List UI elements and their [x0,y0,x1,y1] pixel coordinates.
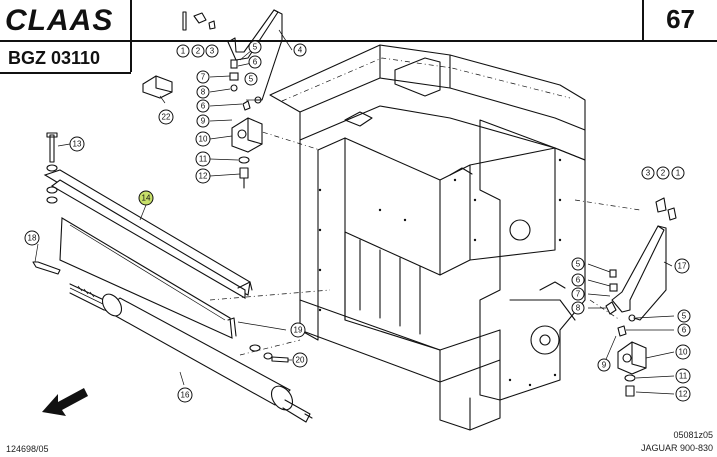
svg-text:3: 3 [210,47,215,56]
callout-9a: 9 [196,114,210,128]
svg-text:13: 13 [73,140,82,149]
svg-text:12: 12 [679,390,688,399]
svg-text:7: 7 [576,290,581,299]
sheet-code: BGZ 03110 [8,48,101,68]
callout-17: 17 [674,258,690,274]
footer-model-name: JAGUAR 900-830 [640,443,713,453]
svg-text:1: 1 [676,169,681,178]
callout-7a: 7 [196,70,210,84]
callout-leaders [34,29,675,395]
svg-text:6: 6 [682,326,687,335]
callout-6b: 6 [196,99,210,113]
upper-hardware-stack [182,9,283,189]
svg-text:11: 11 [679,372,688,381]
svg-text:5: 5 [576,260,581,269]
svg-text:1: 1 [181,47,186,56]
header-bottom-rule [0,40,717,42]
clamp-bracket [142,75,173,99]
callout-5c: 5 [677,309,691,323]
svg-text:18: 18 [28,234,37,243]
callout-11a: 11 [195,151,211,167]
svg-text:2: 2 [196,47,201,56]
callout-5a: 5 [248,40,262,54]
svg-text:22: 22 [162,113,171,122]
callout-5b: 5 [571,257,585,271]
callout-9b: 9 [597,358,611,372]
callout-20: 20 [292,352,308,368]
callout-2b: 2 [656,166,670,180]
callout-12b: 12 [675,386,691,402]
callout-13: 13 [69,136,85,152]
callout-2a: 2 [191,44,205,58]
svg-text:11: 11 [199,155,208,164]
page-number: 67 [666,4,695,34]
callout-1b: 1 [671,166,685,180]
svg-text:14: 14 [142,194,151,203]
callout-3a: 3 [205,44,219,58]
svg-text:6: 6 [253,58,258,67]
svg-text:2: 2 [661,169,666,178]
header-left-divider [130,0,132,72]
callout-5b-top: 5 [244,72,258,86]
svg-text:9: 9 [201,117,206,126]
callout-4: 4 [293,43,307,57]
footer-drawing-reference: 05081z05 [673,430,713,440]
callout-22: 22 [158,109,174,125]
callout-10b: 10 [675,344,691,360]
callout-8a: 8 [196,85,210,99]
callout-10a: 10 [195,131,211,147]
callout-bubbles: 1 2 3 4 5 6 7 5 8 6 9 10 11 12 22 13 14 … [24,40,691,403]
svg-text:3: 3 [646,169,651,178]
roller-assembly [69,283,313,423]
callout-8b: 8 [571,301,585,315]
callout-6d: 6 [677,323,691,337]
callout-1a: 1 [176,44,190,58]
callout-14-highlighted: 14 [138,190,154,206]
travel-direction-arrow-icon [42,388,88,416]
svg-text:5: 5 [249,75,254,84]
callout-18: 18 [24,230,40,246]
svg-text:8: 8 [201,88,206,97]
svg-text:17: 17 [678,262,687,271]
svg-text:12: 12 [199,172,208,181]
callout-7b: 7 [571,287,585,301]
bolt-13-stack [46,132,58,204]
header-right-divider [642,0,644,41]
callout-16: 16 [177,387,193,403]
bolt-20 [249,344,289,363]
svg-text:20: 20 [296,356,305,365]
right-hardware-stack [605,197,677,397]
callout-3b: 3 [641,166,655,180]
callout-6c: 6 [571,273,585,287]
svg-text:5: 5 [682,312,687,321]
svg-text:7: 7 [201,73,206,82]
header-left-box-bottom [0,72,131,74]
svg-text:6: 6 [576,276,581,285]
svg-text:6: 6 [201,102,206,111]
svg-text:16: 16 [181,391,190,400]
callout-19: 19 [290,322,306,338]
chassis-frame [269,44,586,431]
bolt-18 [32,261,61,275]
svg-text:10: 10 [199,135,208,144]
callout-6a: 6 [248,55,262,69]
svg-text:10: 10 [679,348,688,357]
svg-text:19: 19 [294,326,303,335]
svg-text:9: 9 [602,361,607,370]
brand-logo-text: CLAAS [5,4,114,37]
svg-text:5: 5 [253,43,258,52]
callout-11b: 11 [675,368,691,384]
svg-text:4: 4 [298,46,303,55]
callout-12a: 12 [195,168,211,184]
svg-text:8: 8 [576,304,581,313]
footer-left-reference: 124698/05 [6,444,49,454]
deflector-plate [43,169,253,339]
